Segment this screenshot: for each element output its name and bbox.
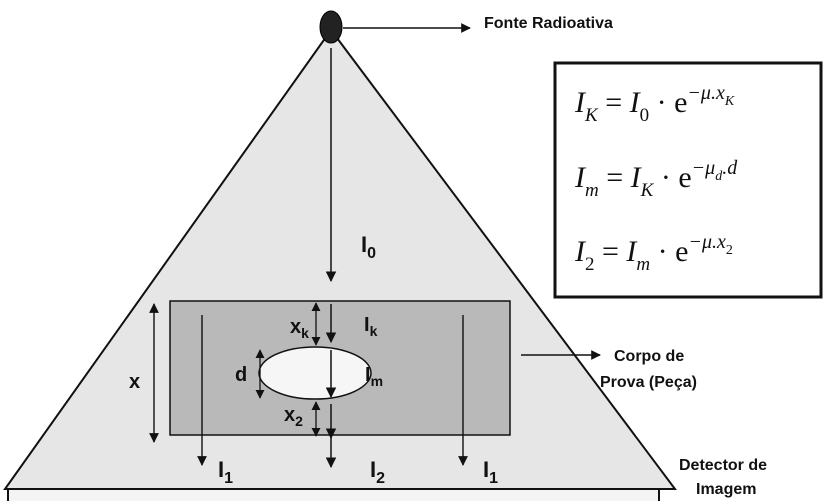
- label-i0: I0: [361, 232, 376, 262]
- label-im: Im: [365, 364, 383, 389]
- equation-box: [553, 61, 823, 299]
- image-detector: [7, 488, 660, 501]
- label-x2: x2: [284, 404, 303, 429]
- detector-label-line1: Detector de: [679, 457, 767, 474]
- detector-label-line2: Imagem: [696, 481, 756, 498]
- specimen-label-line1: Corpo de: [614, 348, 684, 365]
- label-xk: xk: [290, 316, 309, 341]
- label-i1-left: I1: [218, 457, 233, 487]
- label-x: x: [129, 371, 140, 393]
- radioactive-source: [319, 10, 343, 44]
- equation-i2: I2 = Im · e−μ.x2: [574, 231, 733, 275]
- source-label: Fonte Radioativa: [484, 15, 613, 32]
- label-i2: I2: [370, 457, 385, 487]
- specimen-label-line2: Prova (Peça): [600, 374, 697, 391]
- equation-im: Im = IK · e−μd.d: [574, 157, 738, 201]
- equation-ik: IK = I0 · e−μ.xK: [574, 82, 735, 126]
- internal-defect: [258, 346, 372, 400]
- label-i1-right: I1: [483, 457, 498, 487]
- label-d: d: [235, 364, 247, 386]
- label-ik: Ik: [364, 314, 378, 339]
